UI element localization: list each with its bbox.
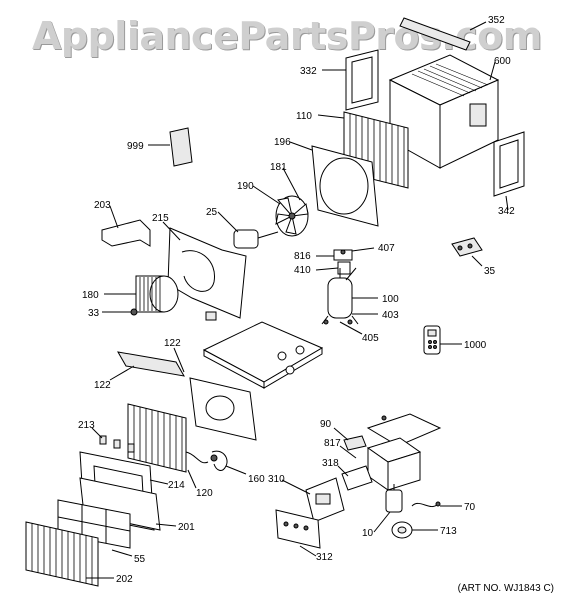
label-817: 817 [324,438,341,449]
part-213-clips[interactable] [99,435,135,453]
label-120: 120 [196,488,213,499]
label-181: 181 [270,162,287,173]
label-600: 600 [494,56,511,67]
label-999: 999 [127,141,144,152]
part-180-blower-wheel[interactable] [135,275,179,313]
label-713: 713 [440,526,457,537]
label-407: 407 [378,243,395,254]
part-90-switch[interactable] [343,435,367,451]
label-214: 214 [168,480,185,491]
part-342-side-panel[interactable] [493,131,525,197]
part-310-control-board[interactable] [305,477,345,523]
label-55: 55 [134,554,146,565]
part-332-side-panel[interactable] [345,49,379,111]
label-190: 190 [237,181,254,192]
partition-panel[interactable] [189,377,257,441]
part-100-compressor[interactable] [321,267,359,325]
label-122-lower: 122 [94,380,111,391]
part-70-wire[interactable] [411,501,441,508]
part-196-shroud[interactable] [311,145,379,227]
part-713-clamp[interactable] [391,521,413,539]
label-33: 33 [88,308,100,319]
part-203-bracket[interactable] [101,219,151,247]
part-999-manual[interactable] [169,127,193,167]
part-160-thermistor[interactable] [210,450,228,471]
part-1000-remote[interactable] [423,325,441,355]
label-215: 215 [152,213,169,224]
art-number: (ART NO. WJ1843 C) [457,583,554,594]
label-342: 342 [498,206,515,217]
label-160: 160 [248,474,265,485]
part-35-hardware[interactable] [451,237,483,257]
label-100: 100 [382,294,399,305]
label-110: 110 [296,111,312,122]
part-352-top-rail[interactable] [399,17,471,51]
label-70: 70 [464,502,476,513]
label-196: 196 [274,137,291,148]
label-202: 202 [116,574,133,585]
watermark: AppliancePartsPros.com [32,14,542,58]
label-122-upper: 122 [164,338,181,349]
part-120-evaporator[interactable] [127,403,209,473]
part-181-condenser-fan[interactable] [275,195,309,237]
label-203: 203 [94,200,111,211]
label-1000: 1000 [464,340,487,351]
part-312-control-panel[interactable] [275,509,321,549]
label-213: 213 [78,420,95,431]
label-332: 332 [300,66,317,77]
label-312: 312 [316,552,333,563]
part-25-fan-motor[interactable] [233,229,279,249]
label-25: 25 [206,207,218,218]
label-10: 10 [362,528,374,539]
part-318-relay[interactable] [341,465,373,491]
base-pan[interactable] [202,321,324,389]
label-201: 201 [178,522,195,533]
label-310: 310 [268,474,285,485]
label-90: 90 [320,419,332,430]
label-403: 403 [382,310,399,321]
part-122-filter-guide[interactable] [117,351,185,377]
part-202-front-grille[interactable] [25,521,99,587]
label-35: 35 [484,266,496,277]
part-labels: 352 332 600 110 999 196 181 190 342 203 … [78,15,515,585]
label-816: 816 [294,251,311,262]
label-180: 180 [82,290,99,301]
label-352: 352 [488,15,505,26]
part-33-screw[interactable] [130,308,138,316]
part-10-capacitor[interactable] [385,484,403,513]
part-407-410-bracket[interactable] [333,249,353,275]
control-box[interactable] [366,413,442,491]
label-405: 405 [362,333,379,344]
label-410: 410 [294,265,311,276]
label-318: 318 [322,458,339,469]
